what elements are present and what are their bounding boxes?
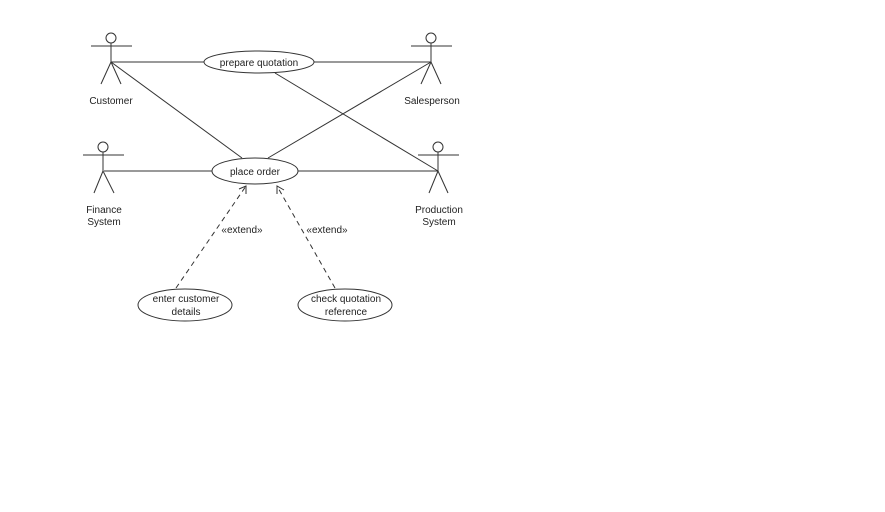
use-case-label: prepare quotation — [220, 58, 298, 69]
assoc-customer-place-order — [110, 61, 243, 159]
actor-salesperson[interactable]: Salesperson — [404, 32, 460, 107]
associations — [104, 61, 439, 172]
actor-label: Customer — [89, 96, 133, 107]
use-case-label: check quotation — [311, 294, 381, 305]
use-case-label: place order — [230, 167, 281, 178]
actor-label: Production — [415, 205, 463, 216]
extend-label: «extend» — [221, 225, 263, 236]
use-case-label: reference — [325, 307, 368, 318]
use-case-prepare-quotation[interactable]: prepare quotation — [203, 50, 315, 74]
stick-figure-icon — [418, 141, 459, 194]
actor-label: System — [422, 217, 455, 228]
use-case-label: details — [172, 307, 201, 318]
extend-dependency-right: «extend» — [276, 185, 348, 289]
use-case-check-quotation-reference[interactable]: check quotation reference — [297, 288, 393, 322]
stick-figure-icon — [83, 141, 124, 194]
assoc-production-prepare-quotation — [274, 72, 439, 172]
extend-label: «extend» — [306, 225, 348, 236]
use-case-label: enter customer — [153, 294, 220, 305]
stick-figure-icon — [91, 32, 132, 85]
actor-production-system[interactable]: Production System — [415, 141, 463, 228]
actor-label: Salesperson — [404, 96, 460, 107]
actor-finance-system[interactable]: Finance System — [83, 141, 124, 228]
assoc-salesperson-place-order — [267, 61, 432, 159]
actor-label: System — [87, 217, 120, 228]
open-arrowhead-icon — [238, 185, 247, 194]
open-arrowhead-icon — [276, 185, 285, 194]
extend-dependency-left: «extend» — [175, 185, 263, 289]
use-case-place-order[interactable]: place order — [211, 157, 299, 185]
actor-customer[interactable]: Customer — [89, 32, 133, 107]
actor-label: Finance — [86, 205, 122, 216]
use-case-enter-customer-details[interactable]: enter customer details — [137, 288, 233, 322]
stick-figure-icon — [411, 32, 452, 85]
